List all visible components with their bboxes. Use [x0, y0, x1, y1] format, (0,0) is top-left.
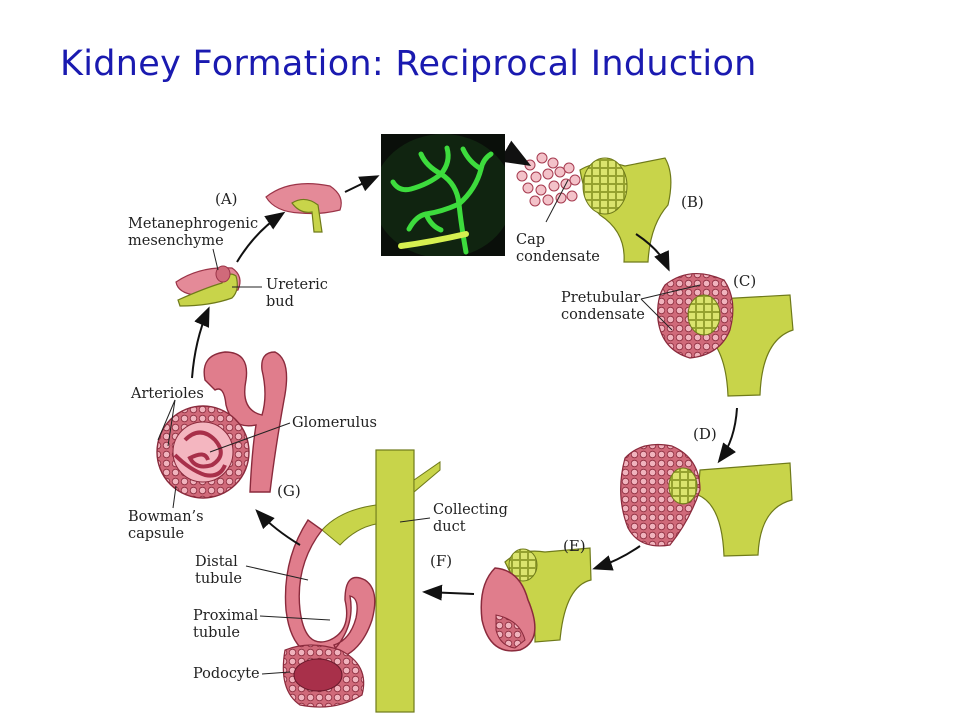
label-line: Distal	[195, 554, 238, 570]
label-collecting-duct: Collecting duct	[433, 502, 508, 536]
label-line: bud	[266, 294, 294, 310]
label-line: Collecting	[433, 502, 508, 518]
slide-title: Kidney Formation: Reciprocal Induction	[60, 44, 757, 84]
label-line: tubule	[195, 571, 243, 587]
label-proximal-tubule: Proximal tubule	[193, 608, 258, 642]
stage-b-tissue	[516, 152, 672, 263]
stage-f-nephron	[282, 449, 441, 713]
label-line: tubule	[193, 625, 241, 641]
panel-label-f: (F)	[430, 552, 453, 570]
panel-label-c: (C)	[733, 272, 757, 290]
label-line: Ureteric	[266, 277, 328, 293]
panel-label-b: (B)	[681, 193, 704, 211]
label-line: condensate	[561, 307, 645, 323]
label-line: Pretubular	[561, 290, 641, 306]
label-metanephrogenic-mesenchyme: Metanephrogenic mesenchyme	[128, 216, 258, 250]
fluorescence-micrograph	[381, 134, 505, 256]
stage-g-nephron	[156, 351, 288, 499]
label-pretubular-condensate: Pretubular condensate	[561, 290, 645, 324]
label-distal-tubule: Distal tubule	[195, 554, 242, 588]
label-line: Proximal	[193, 608, 259, 624]
label-arterioles: Arterioles	[131, 386, 204, 402]
panel-label-e: (E)	[563, 537, 586, 555]
label-podocyte: Podocyte	[193, 666, 260, 682]
stage-c-tissue	[657, 272, 794, 397]
label-ureteric-bud: Ureteric bud	[266, 277, 328, 311]
label-glomerulus: Glomerulus	[292, 415, 377, 431]
label-line: duct	[433, 519, 466, 535]
label-line: condensate	[516, 249, 600, 265]
panel-label-d: (D)	[693, 425, 717, 443]
label-line: mesenchyme	[128, 233, 224, 249]
stage-e-tissue	[480, 547, 592, 652]
stage-a-tissue	[265, 183, 342, 233]
label-line: capsule	[128, 526, 185, 542]
ureteric-bud-early	[175, 265, 241, 307]
panel-label-g: (G)	[277, 482, 301, 500]
label-bowmans-capsule: Bowman’s capsule	[128, 509, 204, 543]
panel-label-a: (A)	[215, 190, 238, 208]
leader-lines	[157, 179, 701, 675]
stage-d-tissue	[620, 443, 793, 557]
label-cap-condensate: Cap condensate	[516, 232, 600, 266]
label-line: Cap	[516, 232, 546, 248]
label-line: Bowman’s	[128, 509, 204, 525]
label-line: Metanephrogenic	[128, 216, 259, 232]
